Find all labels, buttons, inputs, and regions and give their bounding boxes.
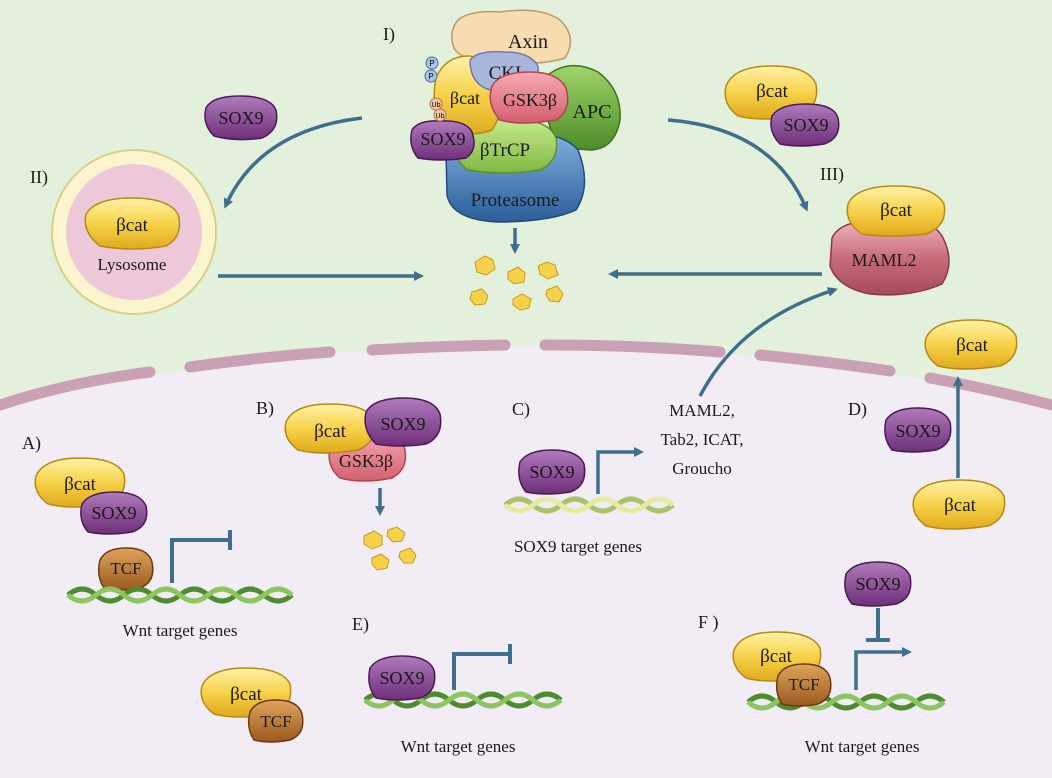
bcat-panel-d-top: βcat [924, 319, 1018, 370]
nuclear-membrane [0, 339, 1052, 411]
sox9-complex-label: SOX9 [420, 129, 465, 149]
phospho-tag-2 [424, 69, 438, 83]
c-products-line3: Groucho [672, 459, 731, 478]
activation-arrow-c [596, 447, 644, 494]
wnt-target-genes-a: Wnt target genes [123, 621, 238, 640]
panel-f-complex: βcat TCF [732, 631, 832, 707]
sox9-panel-d: SOX9 [884, 407, 952, 453]
ubiquitin-label-2: Ub [436, 113, 445, 120]
dna-panel-f [746, 693, 946, 711]
ubiquitin-tag-2 [433, 108, 447, 122]
wnt-target-genes-f: Wnt target genes [805, 737, 920, 756]
degradation-fragments-top [469, 255, 564, 311]
sox9-complex-shape [410, 120, 475, 161]
destruction-complex: Axin APC Proteasome βTrCP βcat CKI GSK3β… [410, 9, 621, 223]
apc-label: APC [573, 101, 612, 123]
gsk3b-complex-shape [489, 71, 569, 124]
activation-arrow-f [854, 647, 912, 690]
sox9-panel-b-label: SOX9 [380, 414, 425, 434]
bcat-panel-d-top-label: βcat [956, 335, 989, 356]
sox9-target-genes-label: SOX9 target genes [514, 537, 642, 556]
btrcp-label: βTrCP [480, 140, 530, 161]
bcat-bottomleft-label: βcat [230, 684, 263, 705]
sox9-topright-label: SOX9 [783, 115, 828, 135]
panel-a-complex: βcat SOX9 TCF [34, 457, 154, 591]
bcat-maml2-label: βcat [880, 200, 913, 221]
panel-label-D: D) [848, 399, 867, 420]
degradation-fragments-b [363, 526, 417, 571]
panel-label-I: I) [383, 24, 395, 45]
panel-label-A: A) [22, 433, 41, 454]
sox9-panel-c-label: SOX9 [529, 462, 574, 482]
repression-symbol-e [452, 644, 512, 690]
repression-symbol-f [866, 608, 890, 642]
tcf-bottomleft-label: TCF [260, 712, 291, 731]
repression-symbol-a [170, 530, 232, 583]
sox9-free-top-label: SOX9 [218, 108, 263, 128]
panel-label-E: E) [352, 614, 369, 635]
bcat-tcf-bottomleft: βcat TCF [200, 667, 304, 743]
lysosome: βcat Lysosome [51, 149, 217, 315]
bcat-panel-b-label: βcat [314, 421, 347, 442]
bcat-lysosome-shape [84, 197, 181, 250]
sox9-free-top: SOX9 [204, 95, 278, 141]
panel-label-II: II) [30, 167, 48, 188]
sox9-panel-a-label: SOX9 [91, 503, 136, 523]
arrow-to-maml2 [667, 118, 809, 212]
gsk3b-complex-label: GSK3β [503, 90, 557, 110]
sox9-panel-e: SOX9 [368, 655, 436, 701]
axin-label: Axin [508, 31, 548, 53]
panel-label-B: B) [256, 398, 274, 419]
gsk3b-panel-b-label: GSK3β [339, 451, 393, 471]
c-products-line2: Tab2, ICAT, [660, 430, 743, 449]
bcat-panel-d-bottom-label: βcat [944, 495, 977, 516]
sox9-panel-d-label: SOX9 [895, 421, 940, 441]
arrow-to-lysosome [223, 116, 363, 209]
bcat-lysosome-label: βcat [116, 215, 149, 236]
bcat-panel-f-label: βcat [760, 646, 793, 667]
phospho-label-1: P [429, 59, 434, 68]
sox9-panel-f-label: SOX9 [855, 574, 900, 594]
sox9-panel-c: SOX9 [518, 449, 586, 495]
arrow-c-to-maml2 [698, 287, 838, 397]
bcat-panel-d-bottom: βcat [912, 479, 1006, 530]
dna-panel-a [66, 586, 294, 604]
maml2-complex: βcat MAML2 [829, 185, 950, 296]
bcat-sox9-topright: βcat SOX9 [724, 65, 840, 147]
bcat-complex-label: βcat [450, 88, 480, 108]
wnt-target-genes-e: Wnt target genes [401, 737, 516, 756]
axin-shape [451, 9, 572, 65]
panel-label-III: III) [820, 164, 844, 185]
panel-label-F: F ) [698, 612, 719, 633]
maml2-label: MAML2 [851, 250, 916, 270]
tcf-panel-f-label: TCF [788, 675, 819, 694]
bcat-topright-label: βcat [756, 81, 789, 102]
phospho-tag-1 [425, 56, 439, 70]
sox9-panel-e-label: SOX9 [379, 668, 424, 688]
bcat-panel-a-label: βcat [64, 474, 97, 495]
tcf-panel-a-label: TCF [110, 559, 141, 578]
sox9-panel-f: SOX9 [844, 561, 912, 607]
dna-panel-c [503, 496, 675, 514]
ubiquitin-label-1: Ub [432, 102, 441, 109]
panel-label-C: C) [512, 399, 530, 420]
phospho-label-2: P [428, 72, 433, 81]
proteasome-label: Proteasome [471, 190, 560, 211]
lysosome-label: Lysosome [98, 255, 167, 274]
panel-b-complex: GSK3β βcat SOX9 [284, 397, 442, 482]
c-products-line1: MAML2, [669, 401, 735, 420]
